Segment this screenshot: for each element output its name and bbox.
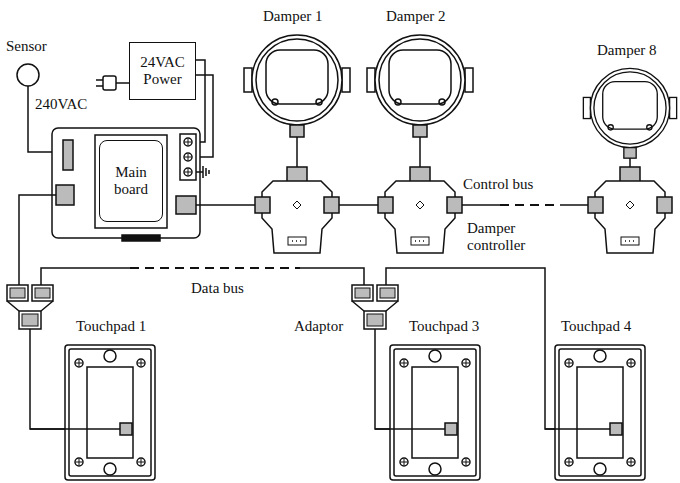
data-bus-dashed	[130, 267, 300, 269]
damper-label: Damper 8	[596, 42, 658, 59]
damper-label: Damper 2	[385, 8, 447, 25]
touchpad-symbol	[65, 345, 155, 480]
data-port	[56, 185, 74, 205]
data-wire	[19, 195, 56, 285]
controller-housing	[52, 128, 200, 238]
data-wire	[375, 428, 445, 430]
data-wire	[30, 428, 120, 430]
data-bus-wire	[300, 268, 364, 285]
sensor-symbol	[17, 64, 39, 86]
touchpad-symbol	[390, 345, 480, 480]
plug-symbol	[96, 76, 130, 90]
data-wire	[545, 428, 610, 430]
damper-controller-symbol	[588, 167, 672, 253]
control-bus-wire	[560, 204, 588, 206]
bus-label: Control bus	[462, 176, 534, 193]
board-frame	[95, 135, 167, 228]
bus-label: Data bus	[190, 280, 245, 297]
damper-controller-label: Damper controller	[466, 220, 556, 254]
damper-symbol	[244, 35, 350, 137]
adaptor-symbol	[7, 285, 53, 329]
damper-symbol	[583, 68, 676, 158]
touchpad-label: Touchpad 3	[408, 318, 480, 335]
damper-label: Damper 1	[262, 8, 324, 25]
touchpad-label: Touchpad 4	[560, 318, 632, 335]
control-bus-dashed	[500, 204, 560, 206]
box-text: Main board	[103, 164, 159, 198]
touchpad-symbol	[555, 345, 645, 480]
touchpad-label: Touchpad 1	[75, 318, 147, 335]
voltage-label: 240VAC	[34, 96, 88, 113]
terminal-block	[180, 134, 209, 180]
adaptor-symbol	[352, 285, 398, 329]
adaptor-label: Adaptor	[293, 318, 344, 335]
control-bus-wire	[196, 204, 255, 206]
damper-cable	[297, 137, 630, 167]
data-bus-wire	[41, 268, 130, 285]
damper-symbol	[367, 35, 473, 137]
damper-controller-symbol	[255, 167, 339, 253]
control-port	[176, 196, 196, 214]
sensor-label: Sensor	[5, 38, 48, 55]
sensor-port	[63, 140, 73, 170]
main-board-box: Main board	[99, 140, 163, 222]
power-supply-box: 24VAC Power	[129, 42, 196, 100]
control-bus-wire	[462, 204, 500, 206]
control-bus-wire	[339, 204, 378, 206]
housing-bar	[122, 235, 160, 241]
damper-controller-symbol	[378, 167, 462, 253]
box-text: 24VAC Power	[133, 54, 192, 88]
